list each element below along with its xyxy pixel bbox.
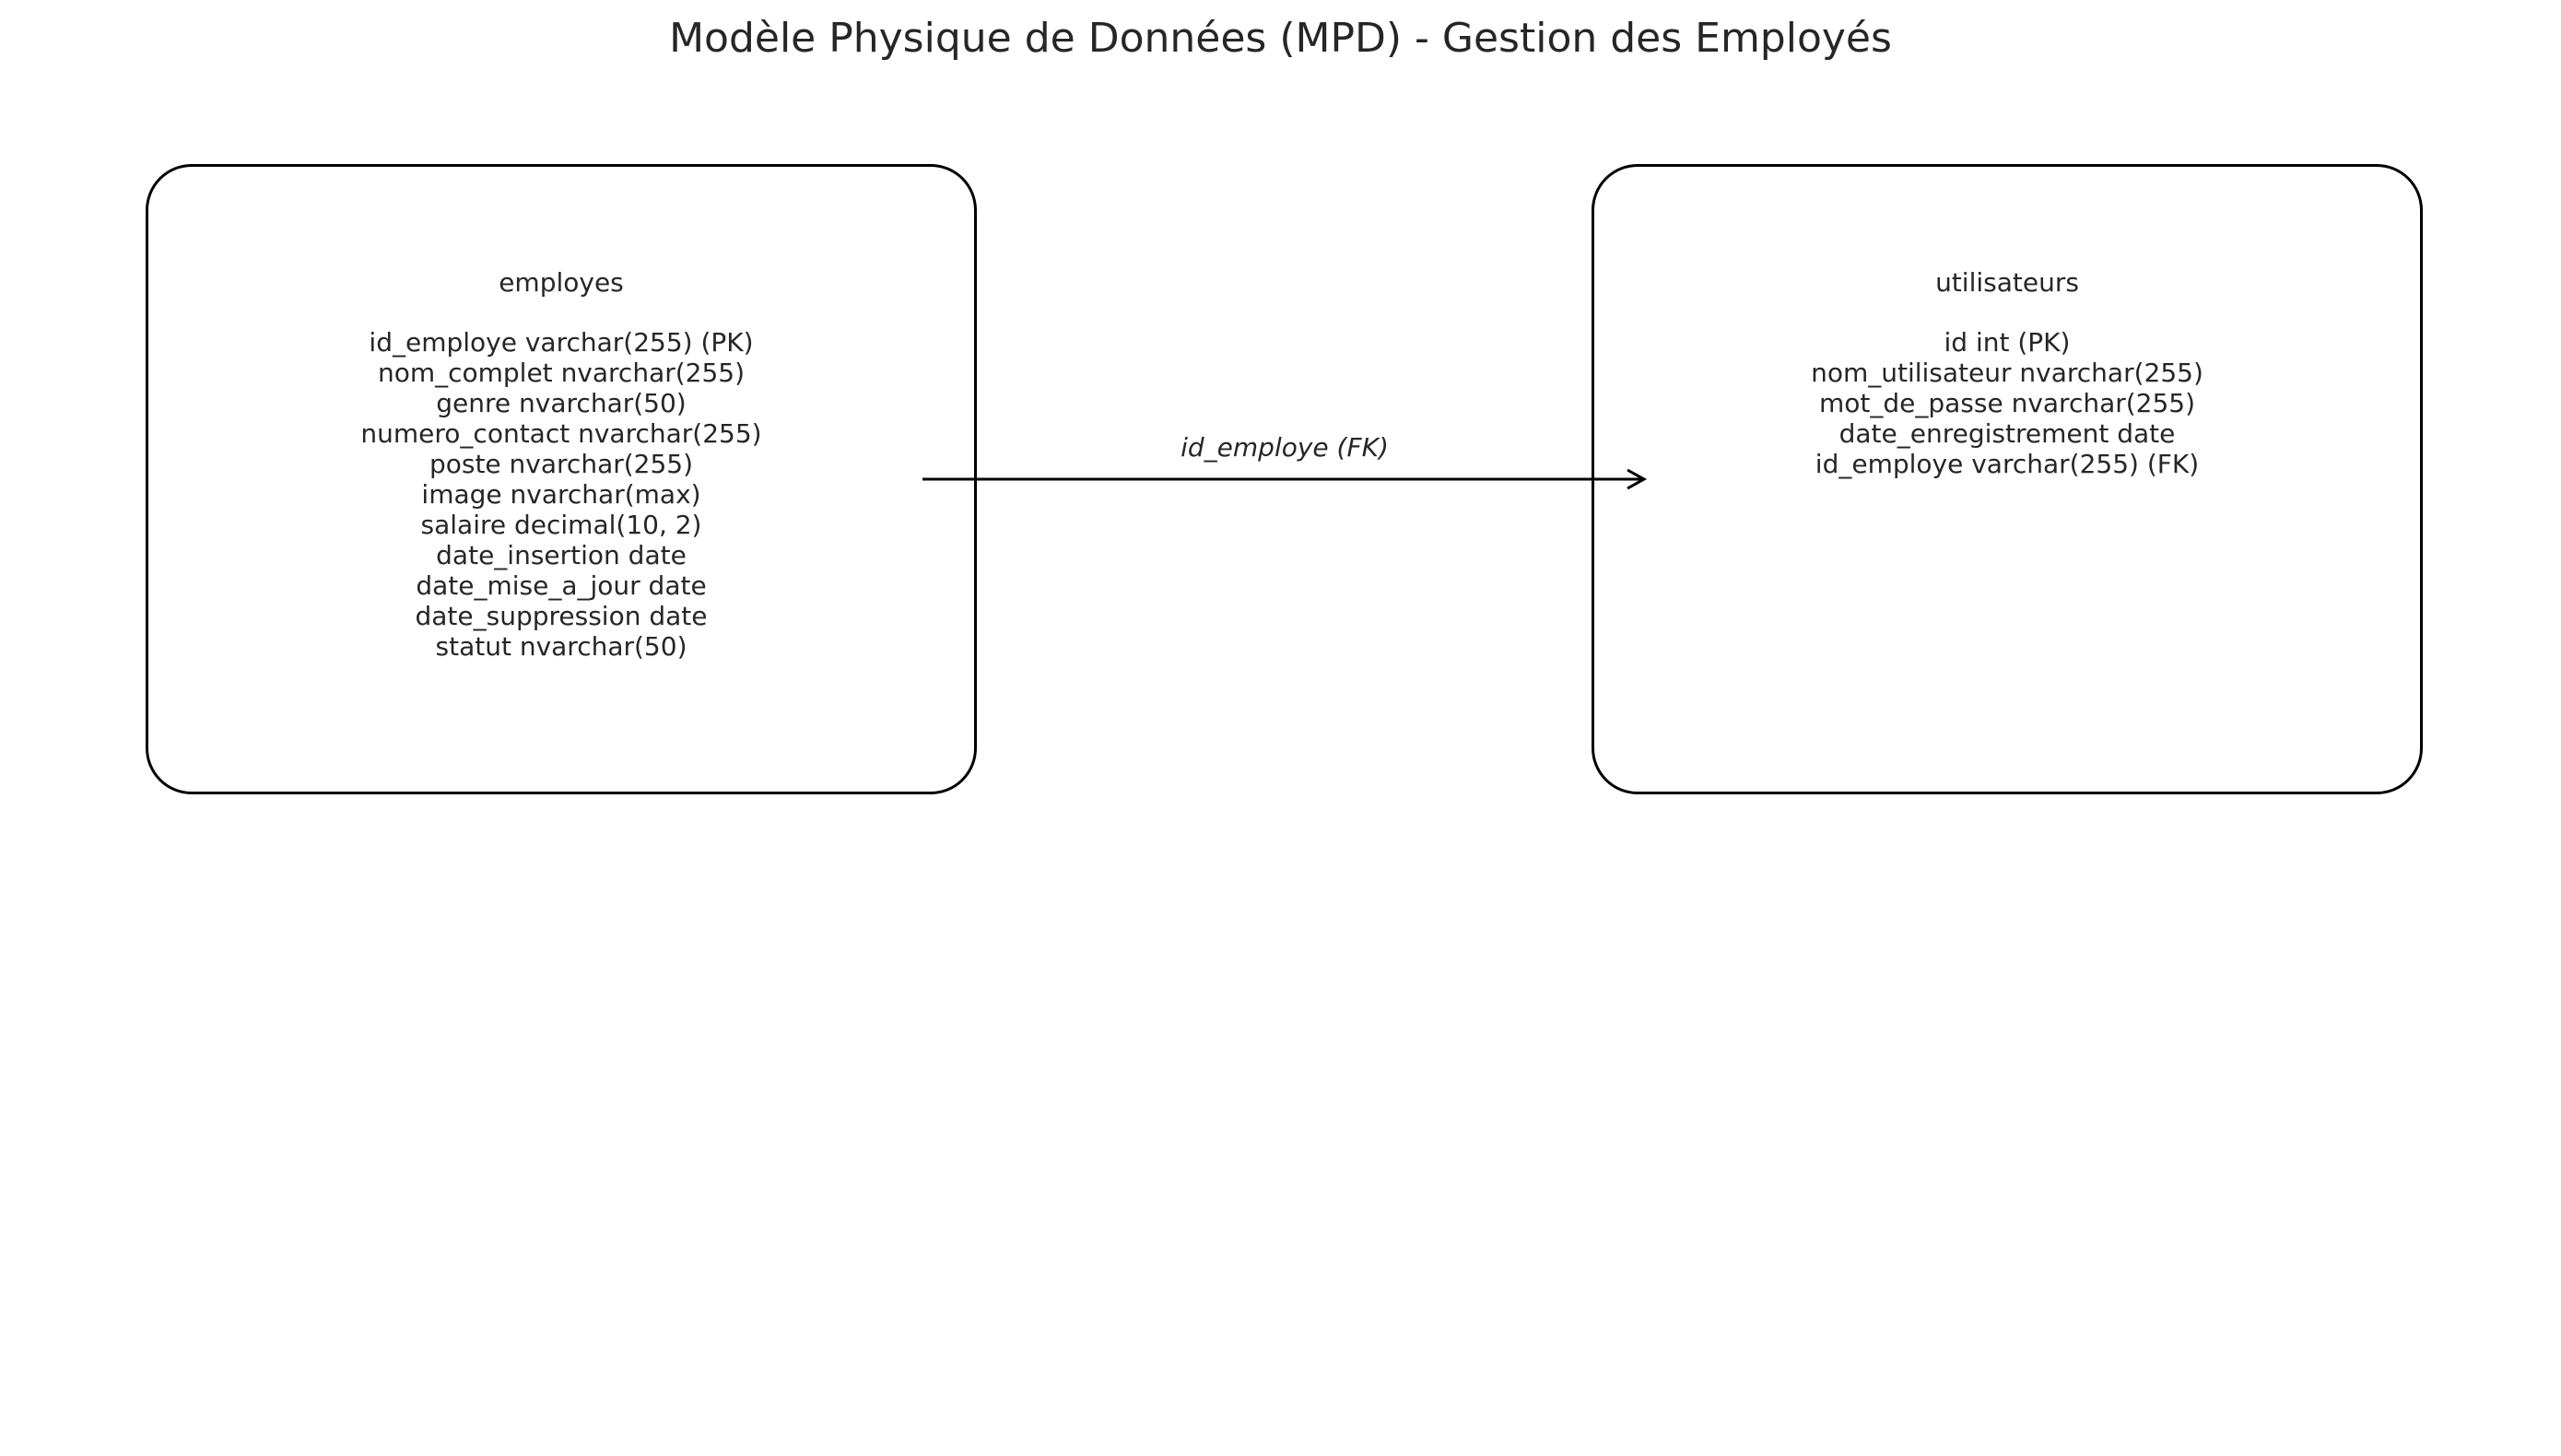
attribute-employes-2: genre nvarchar(50) xyxy=(436,388,687,418)
entity-name-employes: employes xyxy=(499,267,624,298)
attribute-employes-5: image nvarchar(max) xyxy=(421,479,701,510)
attribute-utilisateurs-0: id int (PK) xyxy=(1944,327,2071,358)
entity-utilisateurs: utilisateurs id int (PK)nom_utilisateur … xyxy=(1592,267,2423,479)
attribute-employes-1: nom_complet nvarchar(255) xyxy=(377,358,746,388)
entity-name-utilisateurs: utilisateurs xyxy=(1935,267,2079,298)
attribute-employes-6: salaire decimal(10, 2) xyxy=(420,510,702,540)
attribute-employes-10: statut nvarchar(50) xyxy=(435,631,687,662)
entity-box-utilisateurs xyxy=(1592,164,2423,794)
attribute-utilisateurs-2: mot_de_passe nvarchar(255) xyxy=(1818,388,2196,418)
attribute-employes-8: date_mise_a_jour date xyxy=(416,570,707,601)
attribute-employes-7: date_insertion date xyxy=(436,540,687,570)
attribute-list-utilisateurs: id int (PK)nom_utilisateur nvarchar(255)… xyxy=(1592,327,2423,479)
attribute-utilisateurs-3: date_enregistrement date xyxy=(1839,418,2176,449)
attribute-employes-0: id_employe varchar(255) (PK) xyxy=(369,327,754,358)
attribute-employes-3: numero_contact nvarchar(255) xyxy=(360,418,762,449)
relation-label: id_employe (FK) xyxy=(1181,432,1389,463)
diagram-title: Modèle Physique de Données (MPD) - Gesti… xyxy=(669,15,1892,62)
entity-employes: employes id_employe varchar(255) (PK)nom… xyxy=(146,267,977,662)
attribute-employes-9: date_suppression date xyxy=(415,601,708,631)
attribute-utilisateurs-1: nom_utilisateur nvarchar(255) xyxy=(1811,358,2203,388)
attribute-list-employes: id_employe varchar(255) (PK)nom_complet … xyxy=(146,327,977,662)
attribute-utilisateurs-4: id_employe varchar(255) (FK) xyxy=(1815,449,2200,479)
attribute-employes-4: poste nvarchar(255) xyxy=(429,449,694,479)
